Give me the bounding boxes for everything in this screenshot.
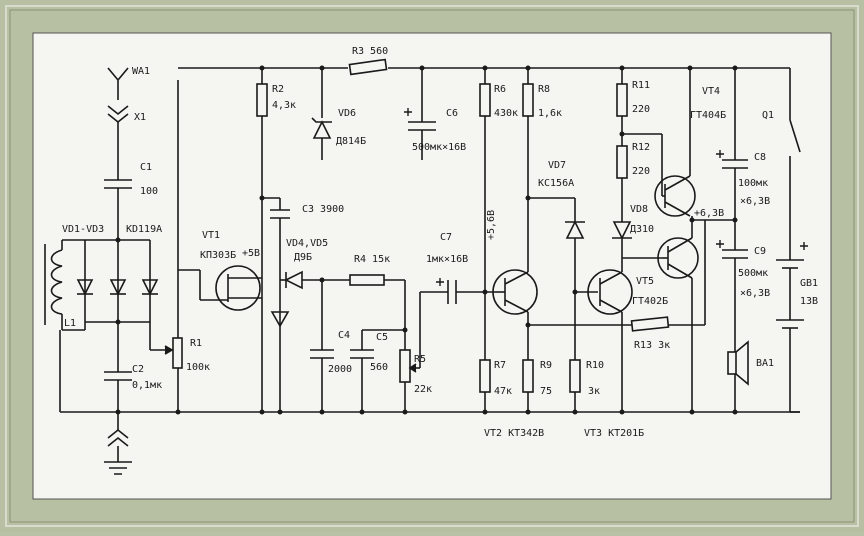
polarity-marks bbox=[404, 108, 808, 286]
antenna-icon bbox=[107, 67, 129, 100]
label-c3: C3 3900 bbox=[302, 204, 344, 215]
paper bbox=[32, 32, 832, 500]
label-c1-value: 100 bbox=[140, 186, 158, 197]
label-c6: C6 bbox=[446, 108, 458, 119]
label-vt5: VT5 bbox=[636, 276, 654, 287]
label-vd6-type: Д814Б bbox=[336, 136, 366, 147]
label-r10: R10 bbox=[586, 360, 604, 371]
label-vt1-type: КП303Б bbox=[200, 250, 236, 261]
transistor-vt5-icon bbox=[657, 237, 699, 279]
speaker-ba1-icon bbox=[727, 351, 737, 375]
component-labels: WA1 X1 C1 100 VD1-VD3 KD119A L1 C2 0,1мк… bbox=[62, 46, 818, 439]
label-c5-value: 560 bbox=[370, 362, 388, 373]
label-c9-value-2: ×6,3В bbox=[740, 288, 770, 299]
label-r5-value: 22к bbox=[414, 384, 432, 395]
switch-q1-icon bbox=[789, 119, 801, 153]
label-l1: L1 bbox=[64, 318, 76, 329]
transistor-vt1-icon bbox=[215, 265, 261, 311]
label-vd1-vd3-type: KD119A bbox=[126, 224, 162, 235]
label-r12: R12 bbox=[632, 142, 650, 153]
label-r10-value: 3к bbox=[588, 386, 600, 397]
label-vd8: VD8 bbox=[630, 204, 648, 215]
label-r13: R13 3к bbox=[634, 340, 670, 351]
wires bbox=[44, 58, 804, 475]
label-ba1: BA1 bbox=[756, 358, 774, 369]
label-c1: C1 bbox=[140, 162, 152, 173]
label-vd6: VD6 bbox=[338, 108, 356, 119]
diode-vd1-icon bbox=[76, 279, 94, 296]
resistor-r3-icon bbox=[348, 58, 388, 76]
label-r8: R8 bbox=[538, 84, 550, 95]
label-plus63v: +6,3В bbox=[694, 208, 724, 219]
label-c9-value: 500мк bbox=[738, 268, 768, 279]
label-gb1-value: 13В bbox=[800, 296, 818, 307]
label-r7-value: 47к bbox=[494, 386, 512, 397]
label-c7: C7 bbox=[440, 232, 452, 243]
label-vd4-vd5-type: Д9Б bbox=[294, 252, 312, 263]
label-vd7-type: КС156А bbox=[538, 178, 574, 189]
label-vt1: VT1 bbox=[202, 230, 220, 241]
transistor-vt2-icon bbox=[492, 269, 538, 315]
label-r5: R5 bbox=[414, 354, 426, 365]
label-c8-value: 100мк bbox=[738, 178, 768, 189]
transistor-vt3-icon bbox=[587, 269, 633, 315]
label-vt4-type: ГТ404Б bbox=[690, 110, 726, 121]
label-r6: R6 bbox=[494, 84, 506, 95]
ground-icon bbox=[104, 461, 132, 475]
label-r11-value: 220 bbox=[632, 104, 650, 115]
label-r7: R7 bbox=[494, 360, 506, 371]
label-r11: R11 bbox=[632, 80, 650, 91]
label-vt3: VT3 КТ201Б bbox=[584, 428, 644, 439]
label-c8: C8 bbox=[754, 152, 766, 163]
label-x1: X1 bbox=[134, 112, 146, 123]
label-vt4: VT4 bbox=[702, 86, 720, 97]
label-r6-value: 430к bbox=[494, 108, 518, 119]
label-vd8-type: Д310 bbox=[630, 224, 654, 235]
label-c4: C4 bbox=[338, 330, 350, 341]
label-vd4-vd5: VD4,VD5 bbox=[286, 238, 328, 249]
label-c5: C5 bbox=[376, 332, 388, 343]
label-c4-value: 2000 bbox=[328, 364, 352, 375]
label-r2-value: 4,3к bbox=[272, 100, 296, 111]
label-c8-value-2: ×6,3В bbox=[740, 196, 770, 207]
label-r8-value: 1,6к bbox=[538, 108, 562, 119]
label-r12-value: 220 bbox=[632, 166, 650, 177]
label-r9-value: 75 bbox=[540, 386, 552, 397]
label-r1: R1 bbox=[190, 338, 202, 349]
label-c2-value: 0,1мк bbox=[132, 380, 162, 391]
label-plus56v: +5,6В bbox=[486, 210, 497, 240]
label-vd1-vd3: VD1-VD3 bbox=[62, 224, 104, 235]
inductor-l1-icon bbox=[50, 249, 63, 315]
diode-vd2-icon bbox=[109, 279, 127, 296]
label-antenna: WA1 bbox=[132, 66, 150, 77]
transistor-vt4-icon bbox=[654, 175, 696, 217]
label-c9: C9 bbox=[754, 246, 766, 257]
label-c6-value: 500мк×16В bbox=[412, 142, 466, 153]
junction-dots bbox=[115, 65, 738, 415]
diode-bridge-icons bbox=[76, 279, 159, 296]
label-vd7: VD7 bbox=[548, 160, 566, 171]
diode-vd3-icon bbox=[141, 279, 159, 296]
label-r4: R4 15к bbox=[354, 254, 390, 265]
label-r9: R9 bbox=[540, 360, 552, 371]
label-gb1: GB1 bbox=[800, 278, 818, 289]
label-q1: Q1 bbox=[762, 110, 774, 121]
label-r2: R2 bbox=[272, 84, 284, 95]
connector-x2-icon bbox=[107, 428, 129, 447]
label-r3: R3 560 bbox=[352, 46, 388, 57]
label-r1-value: 100к bbox=[186, 362, 210, 373]
label-vt2: VT2 КТ342В bbox=[484, 428, 544, 439]
label-plus5v: +5В bbox=[242, 248, 260, 259]
label-vt5-type: ГТ402Б bbox=[632, 296, 668, 307]
resistor-r13-icon bbox=[630, 316, 670, 332]
label-c7-value: 1мк×16В bbox=[426, 254, 468, 265]
diode-vd5-icon bbox=[270, 311, 290, 328]
label-c2: C2 bbox=[132, 364, 144, 375]
